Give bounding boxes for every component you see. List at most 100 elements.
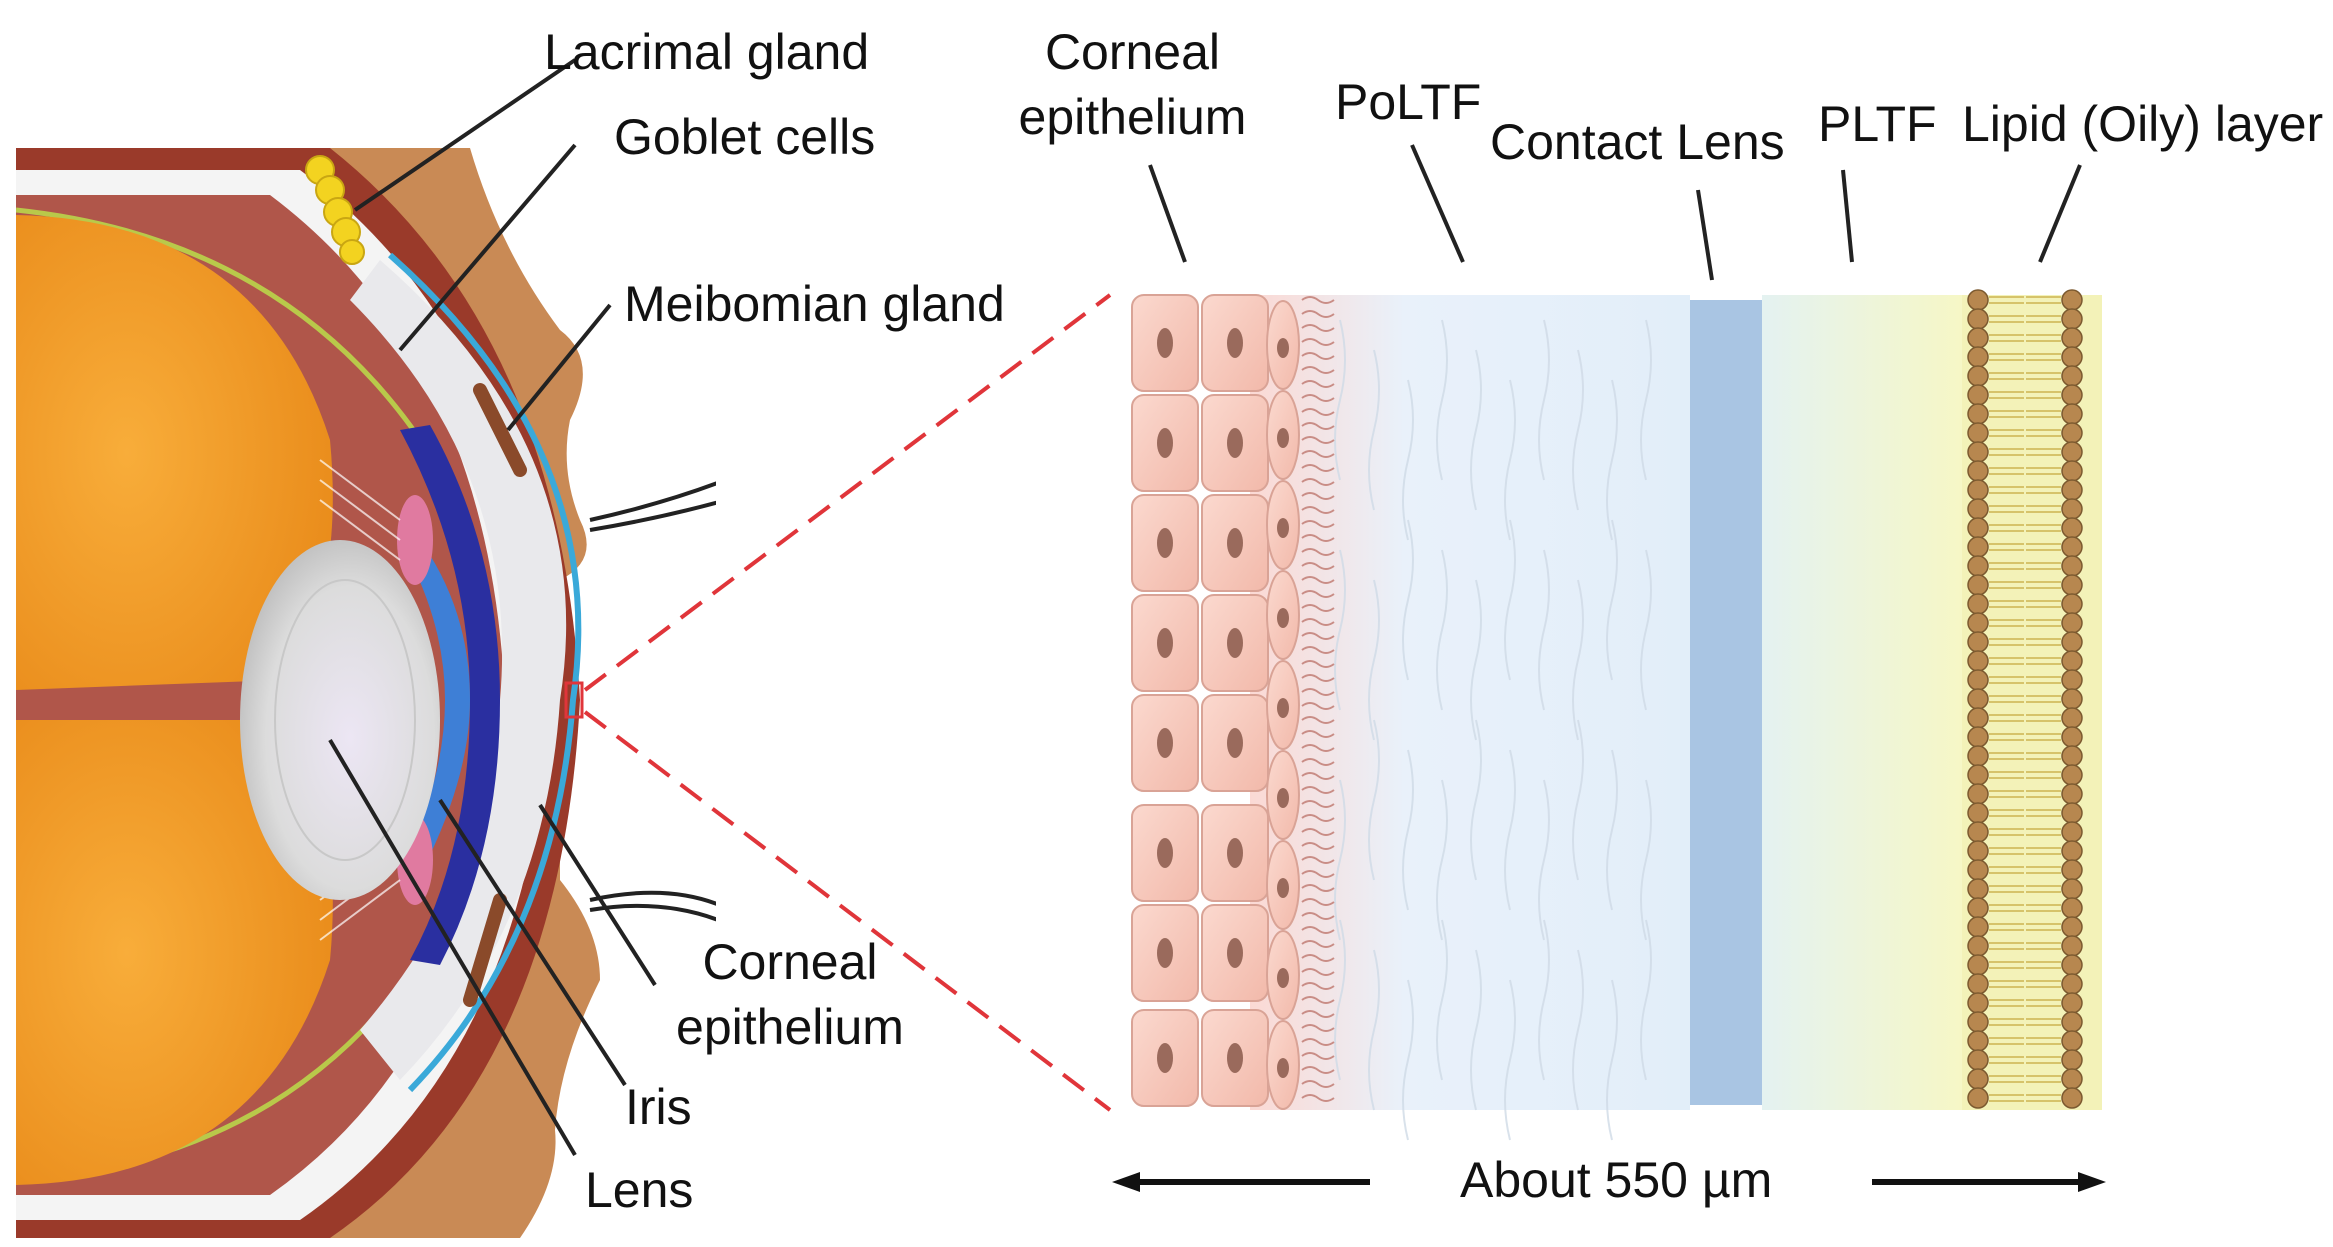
lipid-head [2061, 935, 2083, 957]
lipid-head [1967, 1087, 1989, 1109]
lipid-head [2061, 289, 2083, 311]
lipid-head [2061, 479, 2083, 501]
scale-arrow-right [2078, 1172, 2106, 1192]
cell-nucleus [1157, 1043, 1173, 1073]
prelens-tear-film [1762, 295, 1962, 1110]
microvillus [1301, 842, 1335, 850]
microvillus [1301, 926, 1335, 934]
microvillus [1301, 492, 1335, 500]
mucin-fibre [1402, 519, 1414, 681]
label-eye-corneal-line1: Corneal [702, 934, 878, 990]
label-contact-lens: Contact Lens [1490, 114, 1785, 170]
lipid-head [2061, 612, 2083, 634]
lipid-head [2061, 650, 2083, 672]
microvillus [1301, 884, 1335, 892]
microvillus [1301, 828, 1335, 836]
lipid-head [1967, 612, 1989, 634]
cell-nucleus [1277, 878, 1289, 898]
mucin-fibre [1606, 519, 1618, 681]
lipid-head [2061, 403, 2083, 425]
lipid-head [2061, 441, 2083, 463]
microvillus [1301, 450, 1335, 458]
mucin-fibre [1402, 749, 1414, 911]
microvillus [1301, 562, 1335, 570]
lipid-head [2061, 745, 2083, 767]
cell-nucleus [1277, 338, 1289, 358]
epithelial-cells [1131, 294, 1300, 1110]
cell-nucleus [1227, 328, 1243, 358]
mucin-fibre [1402, 979, 1414, 1141]
mucin-fibre [1436, 319, 1448, 481]
lipid-head [2061, 365, 2083, 387]
microvillus [1301, 800, 1335, 808]
lipid-head [1967, 327, 1989, 349]
label-pltf: PLTF [1818, 96, 1937, 152]
lens-body [240, 540, 440, 900]
lipid-head [1967, 688, 1989, 710]
mucin-fibre [1334, 919, 1346, 1081]
lipid-head [2061, 897, 2083, 919]
microvillus [1301, 352, 1335, 360]
lipid-head [1967, 422, 1989, 444]
lipid-head [1967, 1068, 1989, 1090]
leader-lines [328, 58, 2082, 1157]
label-goblet-cells: Goblet cells [614, 109, 876, 165]
lipid-head [1967, 517, 1989, 539]
microvillus [1301, 716, 1335, 724]
lipid-head [2061, 1049, 2083, 1071]
lipid-head [2061, 707, 2083, 729]
mucin-fibre [1538, 549, 1550, 711]
label-meibomian-gland: Meibomian gland [624, 276, 1005, 332]
microvillus [1301, 632, 1335, 640]
mucin-fibre [1572, 579, 1584, 741]
lipid-head [1967, 973, 1989, 995]
cell-nucleus [1157, 628, 1173, 658]
lipid-head [1967, 1011, 1989, 1033]
microvillus [1301, 1038, 1335, 1046]
microvillus [1301, 534, 1335, 542]
microvillus [1301, 646, 1335, 654]
contact-lens-layer [1690, 300, 1762, 1105]
scale-arrow-left [1112, 1172, 1140, 1192]
microvillus [1301, 758, 1335, 766]
lipid-head [1967, 498, 1989, 520]
lipid-head [2061, 821, 2083, 843]
lipid-head [1967, 897, 1989, 919]
lipid-head [1967, 859, 1989, 881]
label-eye-corneal-line2: epithelium [676, 999, 904, 1055]
label-eye-corneal-epithelium: Corneal epithelium [660, 930, 920, 1060]
lipid-head [2061, 346, 2083, 368]
lipid-head [2061, 631, 2083, 653]
cell-nucleus [1157, 328, 1173, 358]
mucin-fibre [1334, 549, 1346, 711]
lipid-head [2061, 954, 2083, 976]
cell-nucleus [1277, 1058, 1289, 1078]
meibomian-gland-upper [473, 383, 527, 477]
microvillus [1301, 968, 1335, 976]
lipid-head [1967, 821, 1989, 843]
mucin-fibre [1368, 579, 1380, 741]
lipid-head [2061, 764, 2083, 786]
microvillus [1301, 1010, 1335, 1018]
microvillus [1301, 478, 1335, 486]
eye-cross-section [16, 148, 716, 1238]
microvillus [1301, 310, 1335, 318]
mucin-fibre [1470, 719, 1482, 881]
mucin-fibre [1606, 979, 1618, 1141]
mucin-fibre [1470, 579, 1482, 741]
lipid-head [1967, 935, 1989, 957]
microvillus [1301, 464, 1335, 472]
cell-nucleus [1227, 838, 1243, 868]
cell-nucleus [1277, 698, 1289, 718]
microvillus [1301, 674, 1335, 682]
label-iris: Iris [625, 1079, 692, 1135]
label-lens: Lens [585, 1162, 694, 1218]
lipid-head [1967, 1049, 1989, 1071]
mucin-fibre [1538, 779, 1550, 941]
mucin-fibre [1436, 549, 1448, 711]
microvillus [1301, 520, 1335, 528]
mucin-fibre [1436, 779, 1448, 941]
mucin-fibre [1572, 349, 1584, 511]
